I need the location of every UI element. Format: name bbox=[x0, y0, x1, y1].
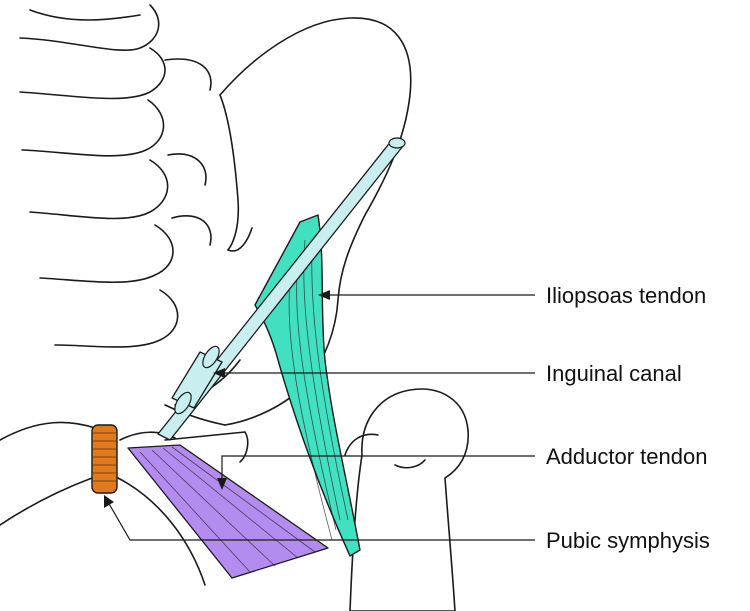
label-pubic-symphysis: Pubic symphysis bbox=[546, 528, 710, 553]
label-inguinal-canal: Inguinal canal bbox=[546, 361, 682, 386]
lumbar-spine bbox=[20, 5, 211, 347]
label-iliopsoas-tendon: Iliopsoas tendon bbox=[546, 283, 706, 308]
pubic-symphysis-disc bbox=[92, 425, 117, 493]
inguinal-canal bbox=[158, 138, 405, 440]
leader-pubic bbox=[108, 502, 535, 540]
adductor-muscle bbox=[128, 445, 328, 578]
label-adductor-tendon: Adductor tendon bbox=[546, 444, 707, 469]
arrowhead-pubic bbox=[104, 495, 114, 508]
